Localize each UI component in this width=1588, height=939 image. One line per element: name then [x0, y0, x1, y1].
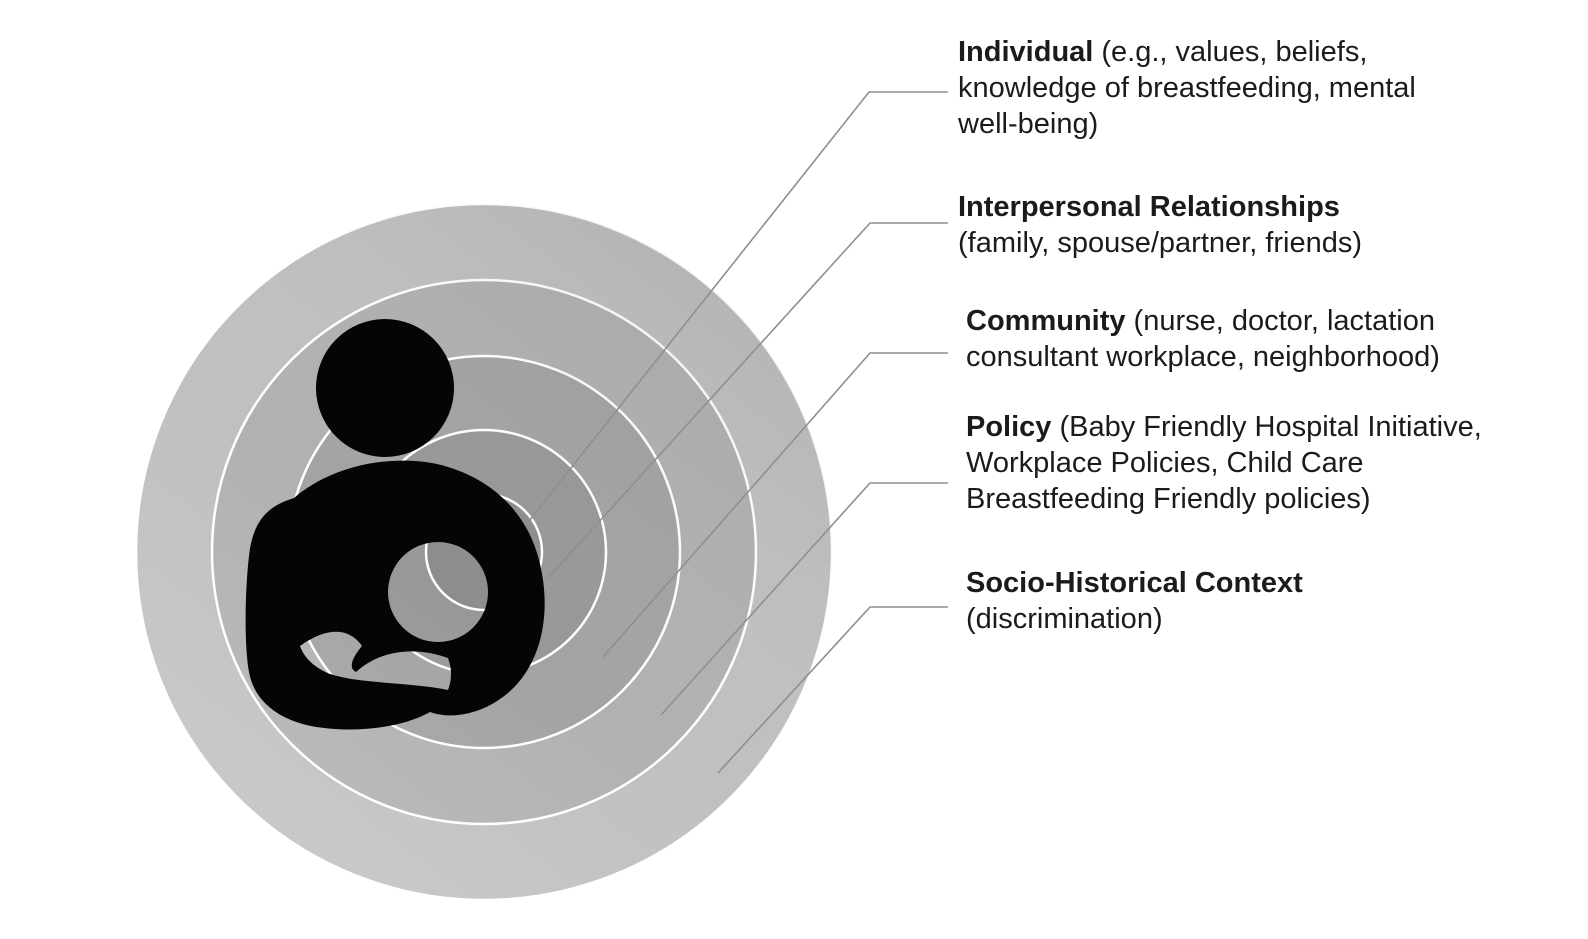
label-text: (discrimination): [966, 603, 1163, 635]
label-line: Individual (e.g., values, beliefs,: [958, 34, 1416, 70]
label-text: (nurse, doctor, lactation: [1125, 305, 1435, 337]
label-text: knowledge of breastfeeding, mental: [958, 72, 1416, 104]
leader-lines: [513, 91, 948, 774]
leader-line-interpersonal: [547, 222, 948, 579]
leader-line-policy: [660, 482, 948, 716]
label-line: Socio-Historical Context: [966, 565, 1303, 601]
breastfeeding-mother-and-baby-icon: [245, 319, 545, 730]
leader-line-community: [602, 352, 948, 658]
label-line: well-being): [958, 106, 1416, 142]
label-line: Interpersonal Relationships: [958, 189, 1362, 225]
label-line: Policy (Baby Friendly Hospital Initiativ…: [966, 409, 1482, 445]
label-text: Breastfeeding Friendly policies): [966, 483, 1371, 515]
label-text: (Baby Friendly Hospital Initiative,: [1051, 411, 1482, 443]
label-individual: Individual (e.g., values, beliefs, knowl…: [958, 34, 1416, 142]
label-text: (e.g., values, beliefs,: [1093, 36, 1368, 68]
label-policy: Policy (Baby Friendly Hospital Initiativ…: [966, 409, 1482, 517]
label-title: Individual: [958, 36, 1094, 68]
mother-head: [316, 319, 454, 457]
label-community: Community (nurse, doctor, lactation cons…: [966, 303, 1440, 375]
label-text: consultant workplace, neighborhood): [966, 341, 1440, 373]
leader-line-socio-historical: [717, 606, 948, 774]
label-line: Breastfeeding Friendly policies): [966, 481, 1482, 517]
label-line: (family, spouse/partner, friends): [958, 225, 1362, 261]
label-title: Policy: [966, 411, 1052, 443]
label-title: Interpersonal Relationships: [958, 191, 1340, 223]
mother-body-and-baby: [245, 460, 545, 730]
label-line: (discrimination): [966, 601, 1303, 637]
label-text: Workplace Policies, Child Care: [966, 447, 1364, 479]
label-text: well-being): [958, 108, 1099, 140]
label-socio-historical: Socio-Historical Context (discrimination…: [966, 565, 1303, 637]
label-title: Socio-Historical Context: [966, 567, 1303, 599]
leader-line-individual: [513, 91, 948, 541]
label-interpersonal: Interpersonal Relationships (family, spo…: [958, 189, 1362, 261]
label-line: consultant workplace, neighborhood): [966, 339, 1440, 375]
label-title: Community: [966, 305, 1126, 337]
label-line: knowledge of breastfeeding, mental: [958, 70, 1416, 106]
label-text: (family, spouse/partner, friends): [958, 227, 1363, 259]
label-line: Community (nurse, doctor, lactation: [966, 303, 1440, 339]
label-line: Workplace Policies, Child Care: [966, 445, 1482, 481]
